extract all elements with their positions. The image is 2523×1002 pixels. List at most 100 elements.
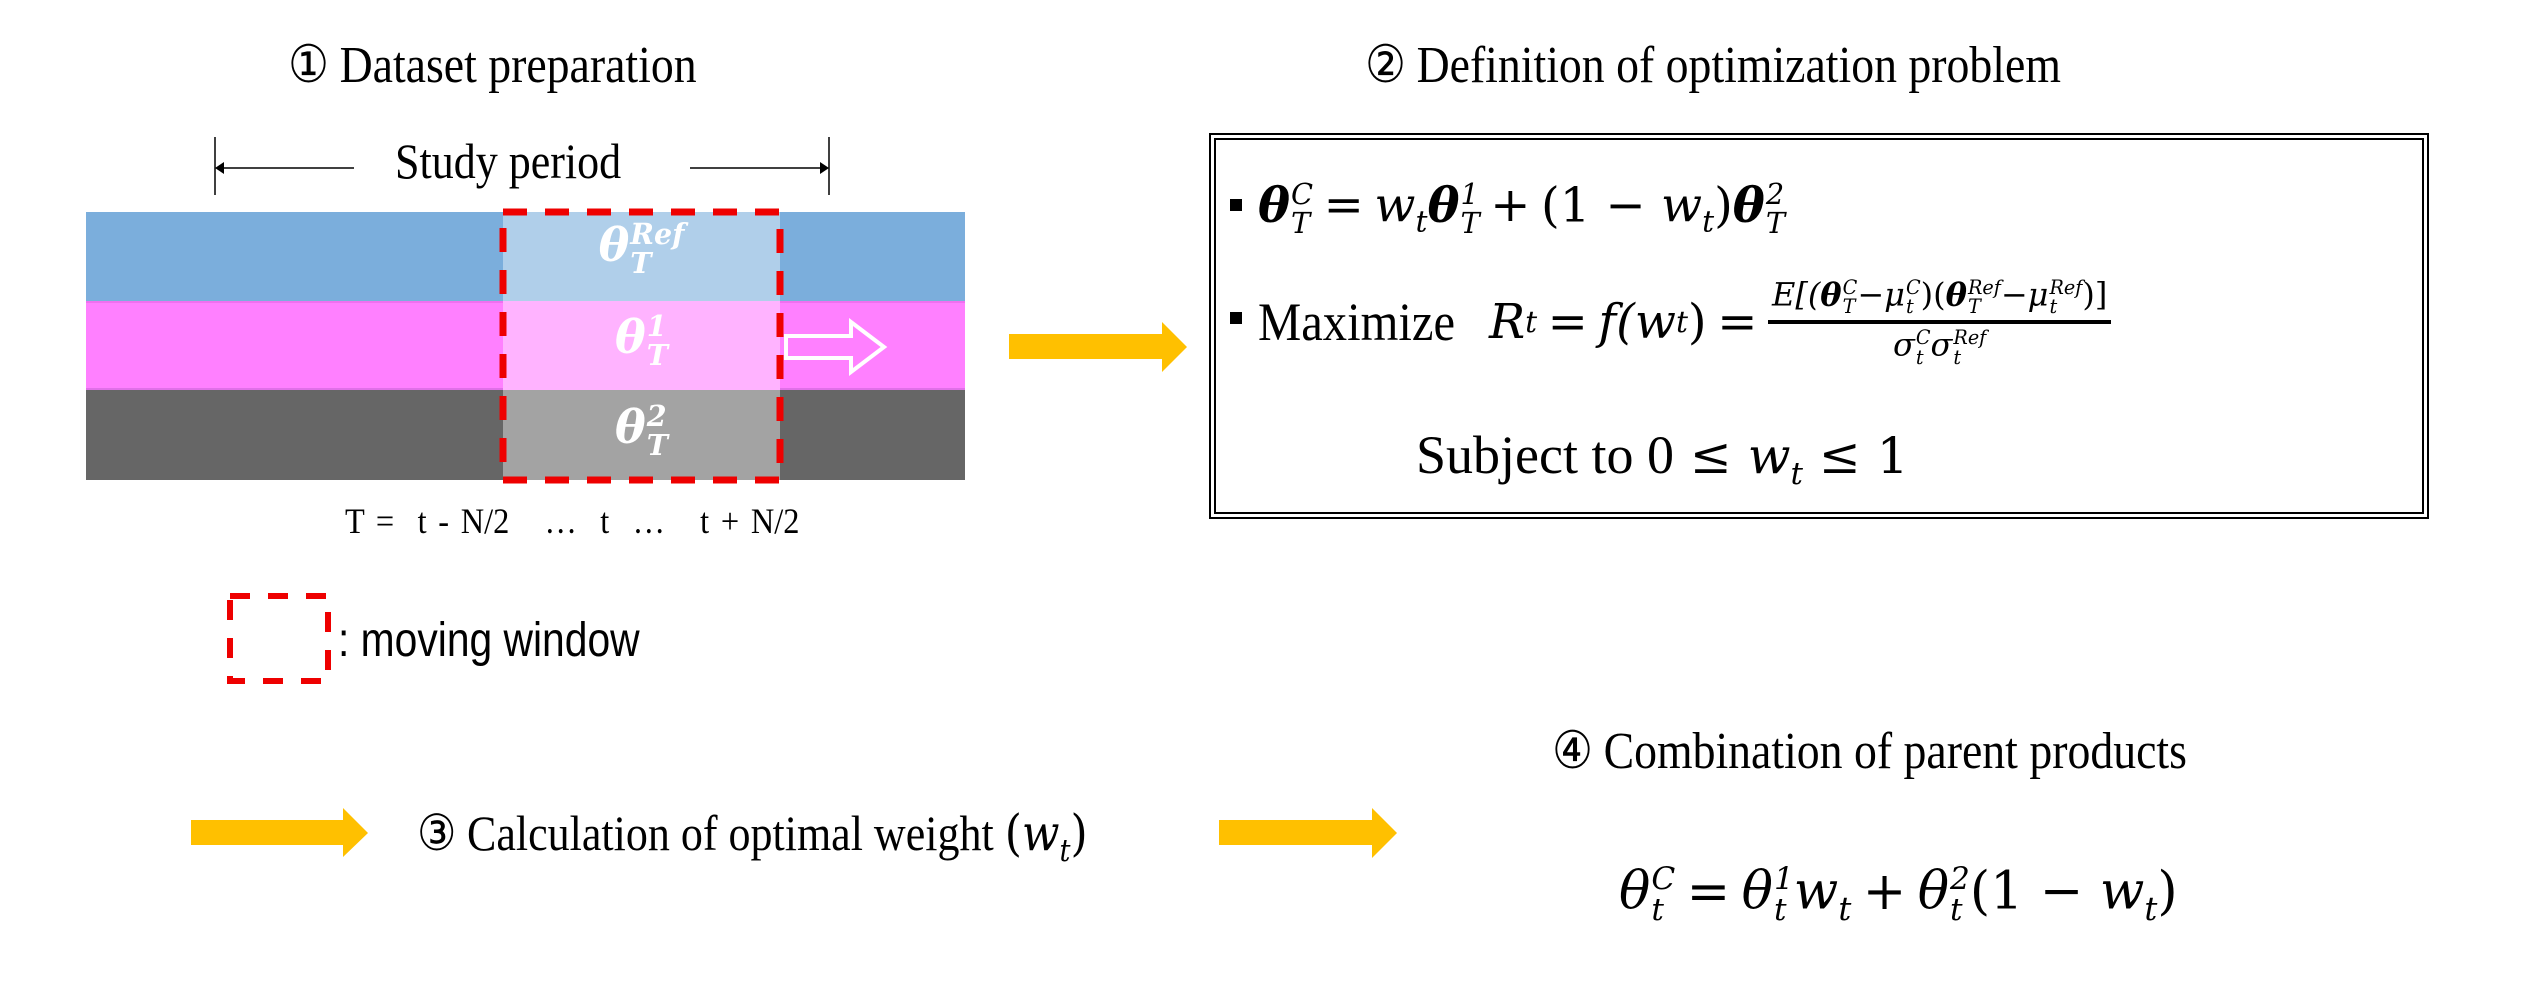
- study-period-dimension: [214, 137, 830, 195]
- theta-2: θ: [1917, 861, 1950, 922]
- paren-open: (1 −: [1540, 177, 1646, 234]
- subscript: T: [630, 245, 652, 280]
- paren-close: ): [2157, 861, 2178, 922]
- superscript: C: [1842, 276, 1858, 299]
- maximize-label: Maximize: [1258, 292, 1456, 353]
- subscript: t: [1059, 832, 1071, 869]
- theta-symbol: θ: [615, 399, 646, 454]
- theta-2: θ: [1732, 177, 1765, 234]
- weight-w: w: [1634, 294, 1676, 351]
- subscript: T: [1460, 205, 1480, 240]
- equals-sign: =: [1717, 294, 1758, 351]
- window-fill-parent1: [503, 301, 780, 390]
- superscript: C: [1291, 177, 1314, 211]
- paren-mid: )(: [1920, 275, 1946, 314]
- superscript: 1: [1460, 177, 1479, 211]
- flow-arrow-1-to-2-icon: [1009, 322, 1187, 372]
- sigma-c: σ: [1893, 326, 1915, 365]
- paren-open: (: [1004, 804, 1022, 862]
- theta-symbol: θ: [598, 217, 630, 272]
- flow-arrow-into-step3-icon: [191, 808, 368, 857]
- superscript: Ref: [1953, 326, 1987, 350]
- subscript: t: [1525, 304, 1538, 340]
- subject-to-label: Subject to 0: [1416, 425, 1674, 485]
- mu-ref: μ: [2027, 275, 2049, 314]
- subscript: T: [1842, 295, 1856, 319]
- subscript: T: [1967, 295, 1981, 319]
- subscript: T: [1291, 205, 1311, 240]
- superscript: Ref: [2049, 276, 2083, 299]
- subscript: t: [1651, 892, 1664, 929]
- minus-sign: −: [2000, 275, 2028, 314]
- moving-window-legend-label: : moving window: [338, 614, 640, 667]
- weight-w: w: [1021, 804, 1060, 862]
- flow-arrow-3-to-4-icon: [1219, 808, 1397, 858]
- equals-sign: =: [1547, 294, 1588, 351]
- bullet-icon: [1230, 198, 1242, 211]
- subscript: T: [646, 427, 668, 462]
- fraction-bar: [1767, 320, 2112, 325]
- plus-sign: +: [1490, 177, 1531, 234]
- mu-c: μ: [1884, 275, 1905, 314]
- sigma-ref: σ: [1930, 326, 1953, 365]
- expectation-close: )]: [2082, 275, 2108, 314]
- less-equal-sign: ≤: [1818, 427, 1861, 485]
- optimization-box-inner-border: [1214, 138, 2424, 514]
- subscript: t: [1675, 304, 1688, 340]
- theta-c: θ: [1258, 177, 1291, 234]
- study-period-left-arrowhead: [215, 162, 224, 174]
- weight-w: w: [1374, 177, 1416, 234]
- step3-title-text: Calculation of optimal weight: [467, 805, 994, 861]
- subscript: t: [1950, 892, 1963, 929]
- subscript: t: [1953, 345, 1962, 369]
- superscript: 1: [646, 309, 667, 343]
- subscript: t: [1415, 204, 1428, 240]
- subscript: T: [1765, 205, 1786, 240]
- constraint: Subject to 0 ≤ wt ≤ 1: [1416, 428, 1909, 490]
- step1-number: ①: [288, 37, 330, 94]
- superscript: C: [1915, 326, 1931, 350]
- weight-w: w: [1793, 861, 1839, 922]
- paren-close: ): [1070, 804, 1088, 862]
- step4-title-text: Combination of parent products: [1603, 723, 2187, 780]
- equals-sign: =: [1686, 861, 1731, 922]
- less-equal-sign: ≤: [1689, 427, 1732, 485]
- paren-open: (1 −: [1969, 861, 2084, 922]
- subscript: t: [1773, 892, 1787, 929]
- study-period-right-arrowhead: [820, 162, 829, 174]
- superscript: 2: [646, 399, 667, 433]
- theta-ref: θ: [1945, 275, 1967, 314]
- superscript: C: [1651, 861, 1676, 897]
- optimization-box: [1209, 133, 2429, 519]
- weight-w: w: [2099, 861, 2145, 922]
- subscript: t: [2144, 889, 2158, 928]
- window-fill-parent2: [503, 390, 780, 480]
- step2-title-text: Definition of optimization problem: [1416, 37, 2061, 94]
- subscript: t: [1790, 455, 1803, 492]
- moving-window-frame: [499, 208, 784, 484]
- theta-symbol: θ: [615, 309, 646, 364]
- step3-weight-symbol: (wt): [1004, 804, 1088, 866]
- superscript: Ref: [1967, 276, 2001, 299]
- subscript: t: [1702, 204, 1715, 240]
- weight-w: w: [1661, 177, 1703, 234]
- step3-number: ③: [417, 805, 457, 861]
- step2-number: ②: [1365, 37, 1407, 94]
- theta-1: θ: [1741, 861, 1773, 922]
- time-axis-label: T = t - N/2 … t … t + N/2: [345, 501, 800, 541]
- subscript: t: [2049, 295, 2058, 319]
- minus-sign: −: [1857, 275, 1885, 314]
- superscript: 2: [1950, 861, 1970, 897]
- theta-c: θ: [1619, 861, 1651, 922]
